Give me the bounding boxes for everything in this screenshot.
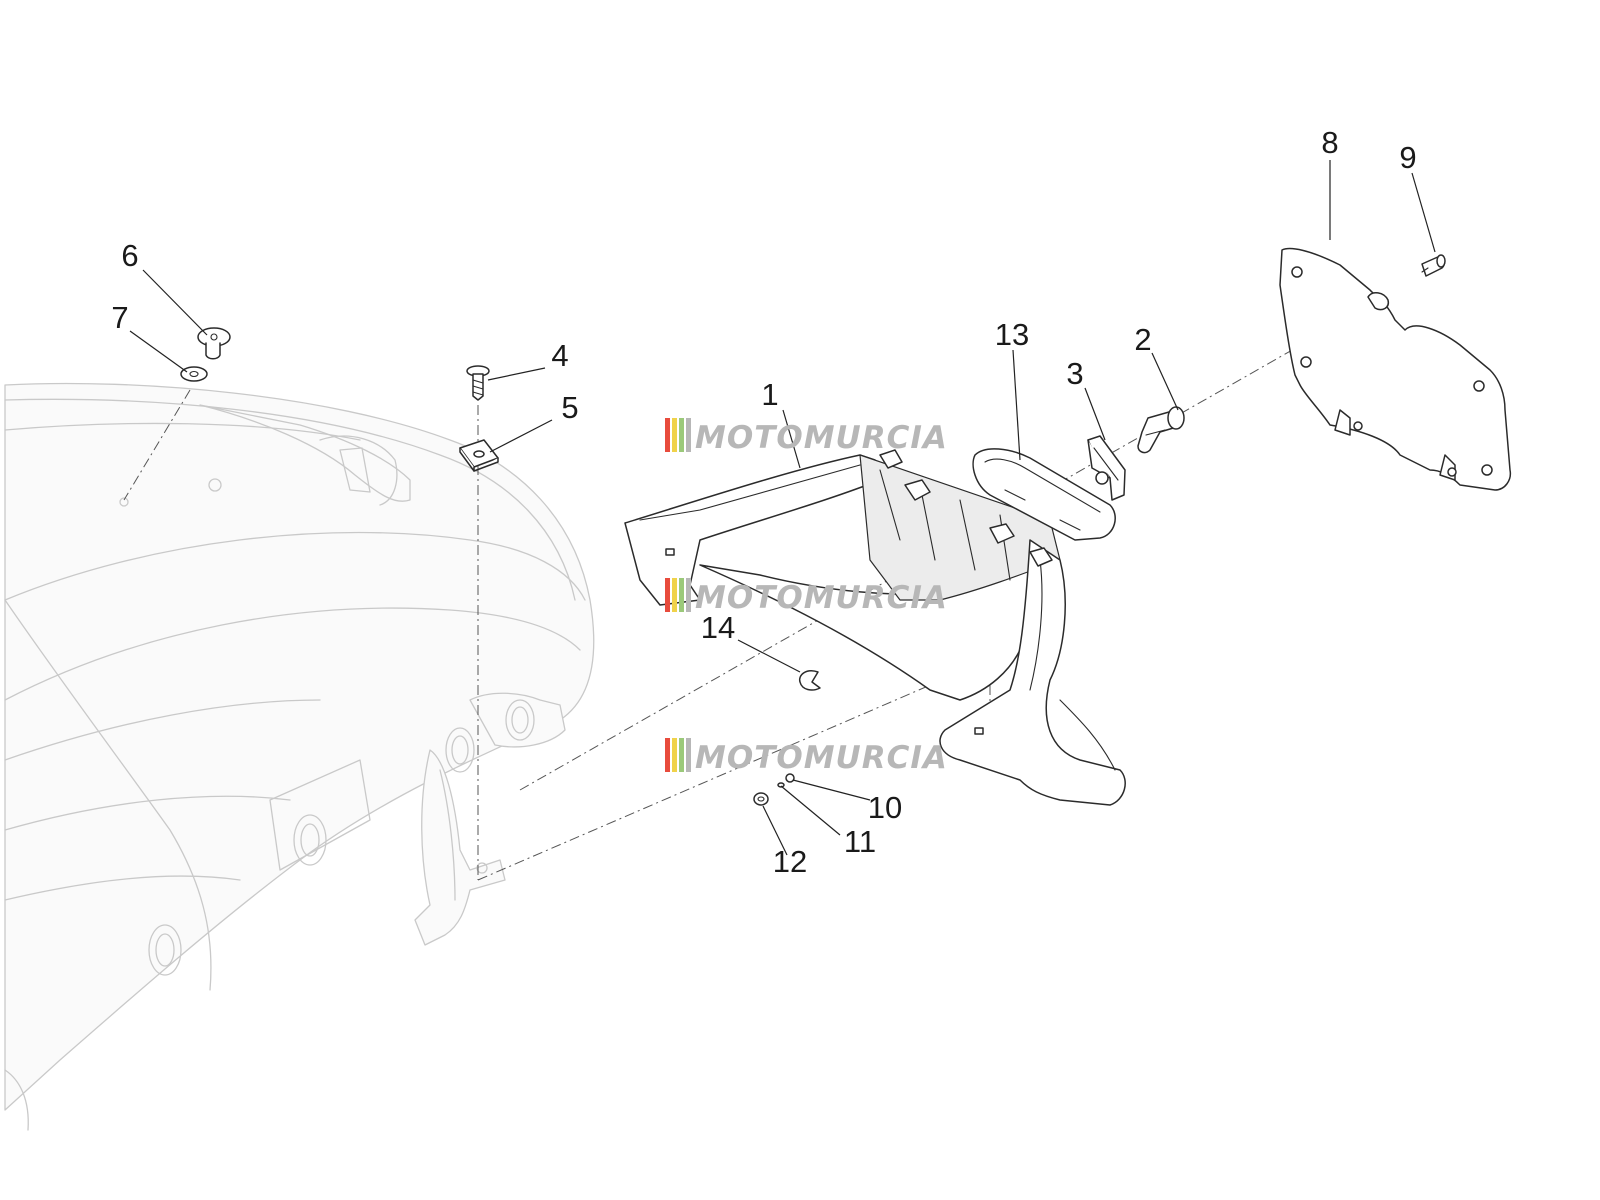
part-13-reflector — [972, 448, 1116, 541]
callout-5: 5 — [561, 390, 578, 425]
part-5-square-nut — [459, 439, 499, 472]
callout-2: 2 — [1134, 322, 1151, 357]
part-12-bush — [753, 792, 769, 806]
part-2-push-rivet — [1137, 406, 1185, 454]
callout-9: 9 — [1399, 140, 1416, 175]
watermark-text: MOTOMURCIA — [695, 420, 948, 456]
callout-13: 13 — [995, 317, 1029, 352]
leader-14 — [737, 639, 801, 673]
callout-leaders — [129, 160, 1436, 856]
watermark-stripe-yellow — [672, 418, 677, 452]
part-4-screw — [466, 365, 490, 401]
part-3-clip-nut — [1087, 435, 1126, 501]
leader-2 — [1151, 352, 1179, 411]
callout-labels: 1 2 3 4 5 6 7 8 9 10 11 12 13 14 — [111, 125, 1416, 879]
callout-4: 4 — [551, 338, 568, 373]
watermark-stripe-red — [665, 738, 670, 772]
leader-7 — [129, 330, 188, 373]
leader-5 — [489, 419, 553, 453]
watermark-stripe-red — [665, 418, 670, 452]
callout-1: 1 — [761, 377, 778, 412]
leader-13 — [1012, 349, 1021, 461]
part-10-nut — [785, 773, 795, 783]
rear-body-shell — [4, 382, 595, 1131]
leader-1 — [782, 409, 801, 469]
watermark-middle: MOTOMURCIA — [665, 578, 948, 616]
watermark-stripe-yellow — [672, 578, 677, 612]
watermark-stripe-green — [679, 738, 684, 772]
part-9-screw — [1421, 254, 1446, 277]
watermark-text: MOTOMURCIA — [695, 740, 948, 776]
part-7-washer — [180, 366, 208, 382]
watermark-text: MOTOMURCIA — [695, 580, 948, 616]
callout-6: 6 — [121, 238, 138, 273]
callout-8: 8 — [1321, 125, 1338, 160]
part-8-plate-support — [1279, 247, 1512, 491]
callout-14: 14 — [701, 610, 735, 645]
watermark-top: MOTOMURCIA — [665, 418, 948, 456]
leader-10 — [792, 779, 871, 801]
watermark-bottom: MOTOMURCIA — [665, 738, 948, 776]
leader-11 — [780, 785, 841, 836]
watermark-stripe-gray — [686, 578, 691, 612]
watermark-stripe-gray — [686, 418, 691, 452]
watermark-stripe-yellow — [672, 738, 677, 772]
leader-9 — [1411, 172, 1436, 253]
callout-7: 7 — [111, 300, 128, 335]
leader-12 — [762, 805, 788, 856]
watermark-stripe-green — [679, 418, 684, 452]
part-1-plate-holder-bracket — [624, 449, 1126, 806]
watermark-stripe-green — [679, 578, 684, 612]
leader-6 — [142, 269, 208, 336]
callout-3: 3 — [1066, 356, 1083, 391]
callout-10: 10 — [868, 790, 902, 825]
leader-4 — [487, 367, 546, 381]
part-6-push-fastener — [197, 327, 231, 360]
part-11-washer — [777, 782, 785, 788]
callout-12: 12 — [773, 844, 807, 879]
part-14-clip — [798, 670, 821, 691]
leader-3 — [1084, 387, 1106, 441]
watermark-stripe-red — [665, 578, 670, 612]
watermark-stripe-gray — [686, 738, 691, 772]
callout-11: 11 — [844, 824, 876, 859]
